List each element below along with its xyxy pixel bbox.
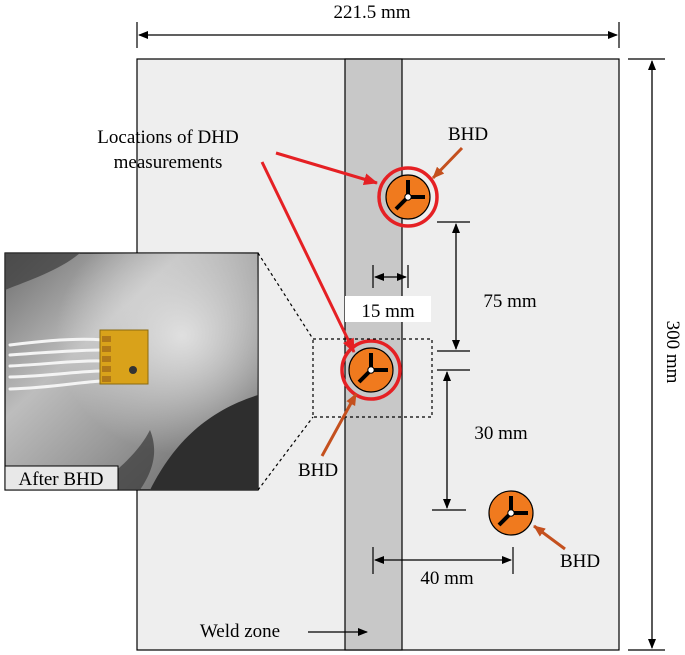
- inset-photo: After BHD: [4, 252, 259, 491]
- spacing-mid-dimension: 30 mm: [432, 369, 528, 511]
- gauge-middle: [340, 339, 402, 401]
- bhd-arrow-middle: [320, 393, 358, 457]
- zoom-connector-top: [257, 252, 314, 340]
- height-label: 300 mm: [662, 321, 683, 384]
- gauge-bottom: [488, 490, 534, 536]
- dhd-locations-label-line2: measurements: [114, 152, 223, 173]
- width-dimension: 221.5 mm: [136, 2, 620, 48]
- zoom-box: [312, 338, 433, 418]
- dhd-arrow-top: [275, 151, 378, 186]
- bhd-label-top: BHD: [448, 124, 488, 145]
- weld-zone-label: Weld zone: [200, 621, 280, 642]
- bhd-label-middle: BHD: [298, 460, 338, 481]
- bhd-label-bottom: BHD: [560, 551, 600, 572]
- inset-caption: After BHD: [19, 469, 104, 490]
- width-label: 221.5 mm: [333, 2, 410, 23]
- spacing-horizontal-label: 40 mm: [420, 568, 474, 589]
- dhd-locations-label-line1: Locations of DHD: [97, 127, 238, 148]
- spacing-mid-label: 30 mm: [474, 423, 528, 444]
- bhd-arrow-bottom: [533, 524, 566, 551]
- weld-width-label: 15 mm: [361, 301, 415, 322]
- weld-width-dimension: 15 mm: [345, 265, 431, 322]
- bhd-arrow-top: [431, 146, 464, 180]
- dhd-arrow-middle: [260, 161, 356, 353]
- gauge-top: [377, 166, 439, 228]
- height-dimension: 300 mm: [628, 58, 683, 651]
- spacing-top-label: 75 mm: [483, 291, 537, 312]
- spacing-top-dimension: 75 mm: [437, 221, 537, 352]
- spacing-horizontal-dimension: 40 mm: [372, 547, 514, 589]
